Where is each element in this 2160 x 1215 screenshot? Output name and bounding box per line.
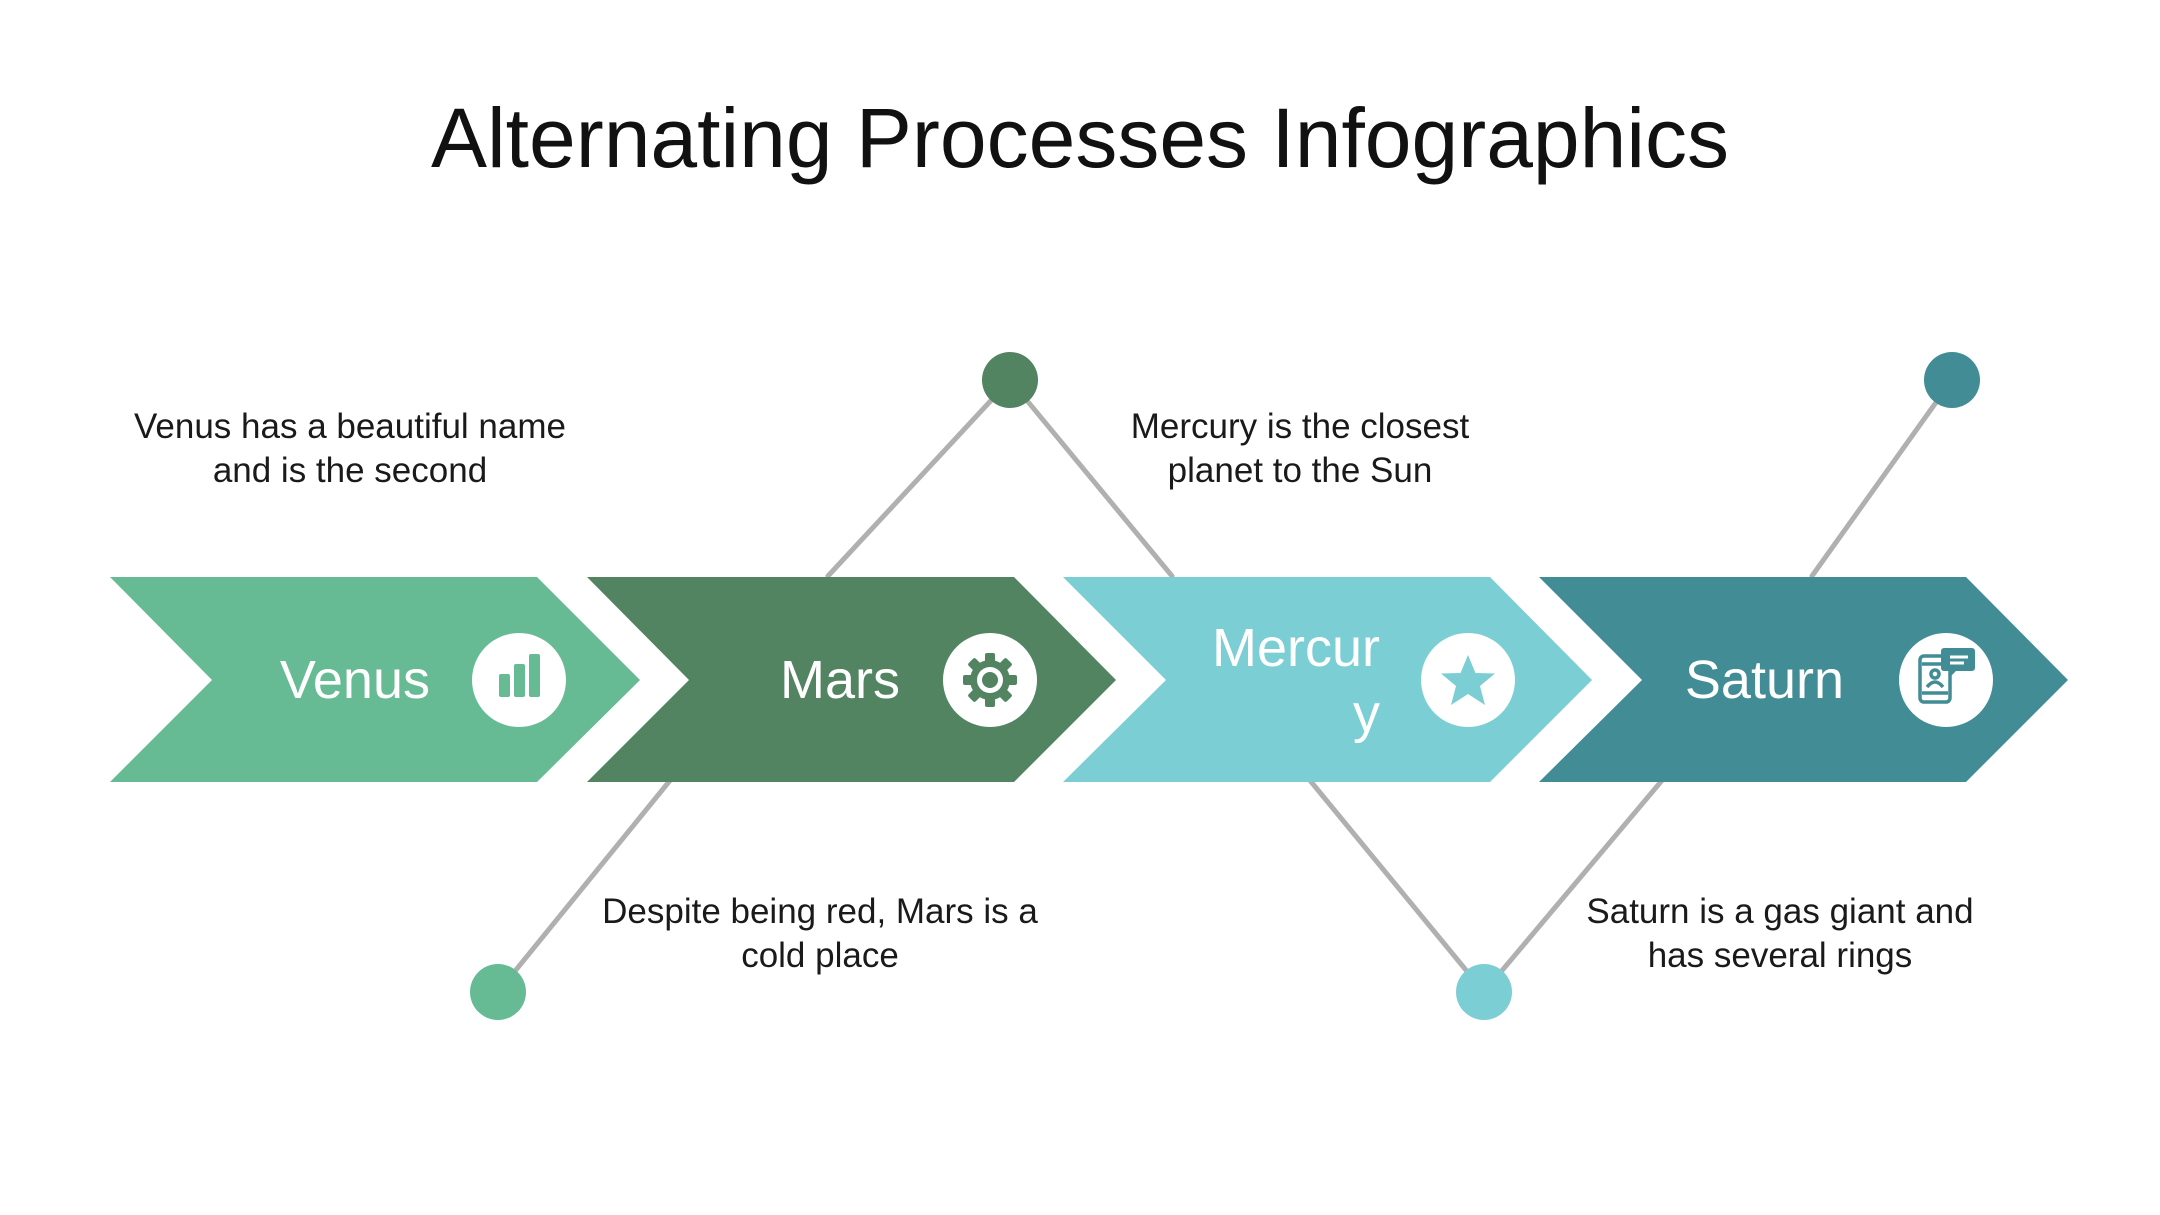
- node-dot-venus: [470, 964, 526, 1020]
- mobile-chat-icon: [1899, 633, 1993, 727]
- chevron-mars: [587, 577, 1116, 782]
- step-label-mars: Mars: [780, 650, 900, 710]
- description-mars: Despite being red, Mars is a cold place: [602, 892, 1038, 975]
- step-label-saturn: Saturn: [1684, 650, 1844, 710]
- connector-line-saturn-top: [1809, 377, 1955, 579]
- chevron-mercury: [1063, 577, 1592, 782]
- connector-line-mars-mercury: [1007, 377, 1175, 579]
- step-label-venus: Venus: [279, 650, 430, 710]
- connector-line-saturn-bottom: [1481, 775, 1667, 995]
- description-mercury: Mercury is the closest planet to the Sun: [1130, 407, 1470, 490]
- step-label-mercury-line1: Mercur: [1211, 618, 1380, 678]
- node-dot-mars: [982, 352, 1038, 408]
- star-icon: [1421, 633, 1515, 727]
- chevron-saturn: [1539, 577, 2068, 782]
- node-dot-saturn: [1924, 352, 1980, 408]
- chevron-venus: [110, 577, 640, 782]
- connector-line-mars-bottom: [495, 775, 675, 995]
- description-saturn: Saturn is a gas giant and has several ri…: [1586, 892, 1974, 975]
- gear-icon: [943, 633, 1037, 727]
- step-label-mercury-line2: y: [1353, 684, 1380, 744]
- connectors: [495, 377, 1955, 995]
- connector-line-mercury-bottom: [1305, 775, 1487, 995]
- page-title: Alternating Processes Infographics: [430, 91, 1730, 185]
- connector-line-mars: [825, 377, 1013, 579]
- node-dot-mercury: [1456, 964, 1512, 1020]
- description-venus: Venus has a beautiful name and is the se…: [134, 407, 566, 490]
- bar-chart-icon: [472, 633, 566, 727]
